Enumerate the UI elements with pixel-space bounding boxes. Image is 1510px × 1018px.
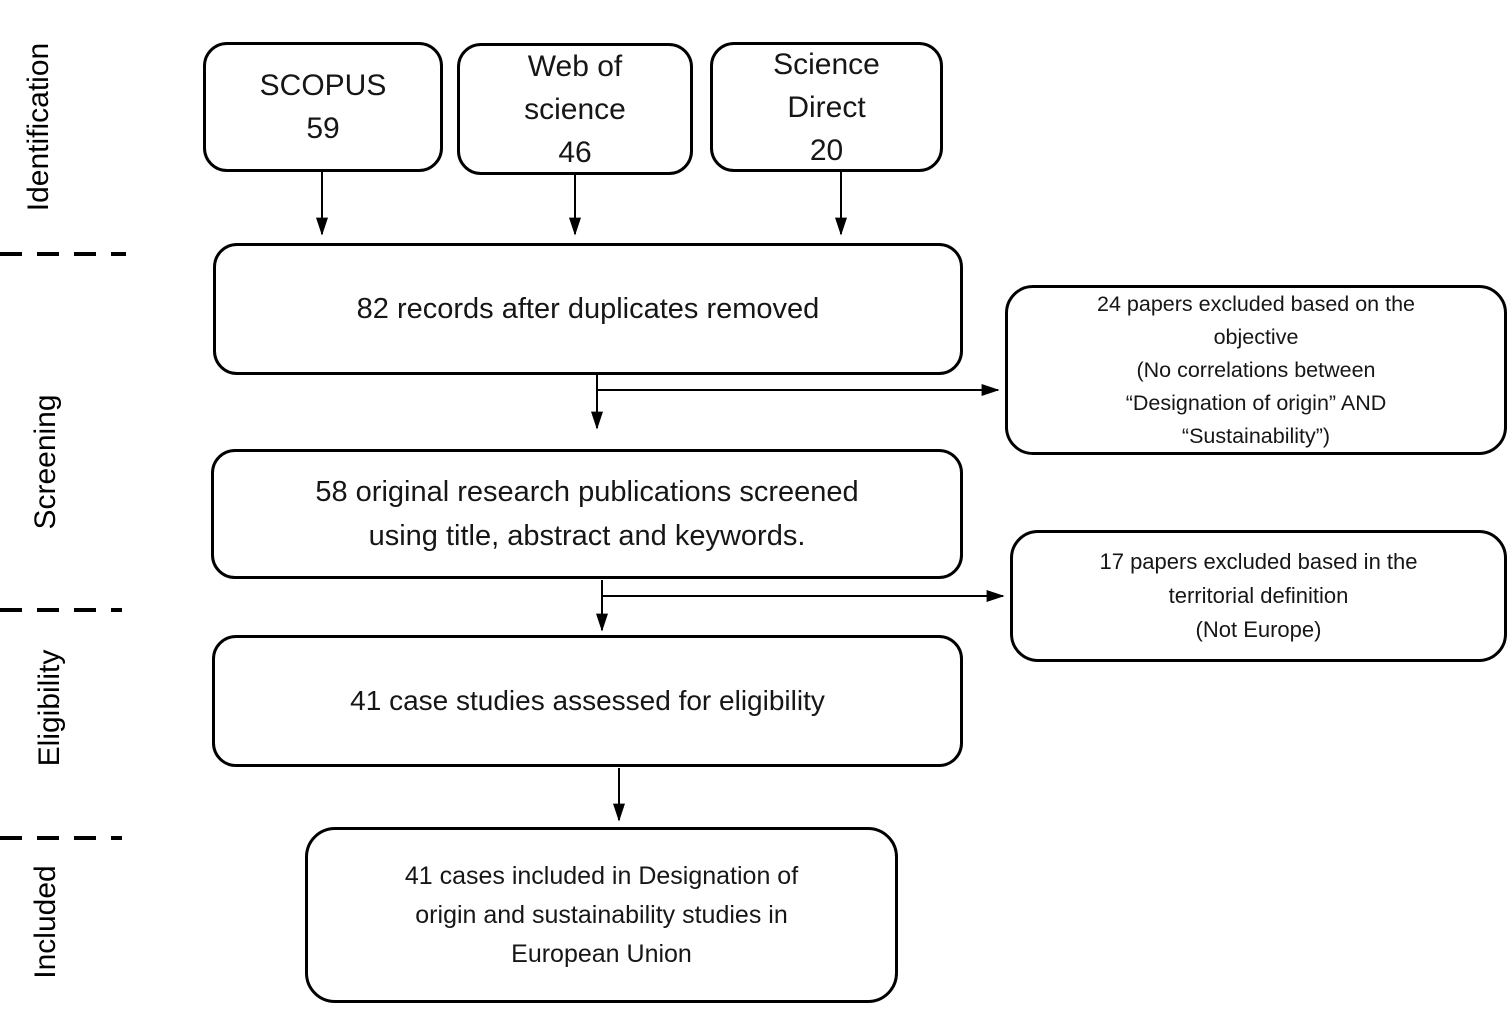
box-line: 17 papers excluded based in the: [1099, 549, 1418, 574]
stage-label-identification: Identification: [22, 42, 55, 212]
screened-box: 58 original research publications screen…: [211, 449, 963, 579]
source-box-science-direct: Science Direct 20: [710, 42, 943, 172]
box-line: Science: [773, 47, 880, 81]
box-line: science: [524, 92, 626, 126]
box-line: 41 cases included in Designation of: [404, 861, 799, 890]
box-line: “Designation of origin” AND: [1125, 390, 1387, 415]
box-line: (Not Europe): [1195, 617, 1322, 642]
box-line: “Sustainability”): [1181, 423, 1331, 448]
box-line: SCOPUS: [259, 69, 387, 102]
box-line: 41 case studies assessed for eligibility: [350, 685, 825, 716]
source-box-web-of-science: Web of science 46: [457, 43, 693, 175]
box-line: (No correlations between: [1136, 357, 1376, 382]
box-line: Direct: [787, 90, 866, 124]
box-line: origin and sustainability studies in: [415, 900, 788, 929]
stage-label-included: Included: [29, 865, 62, 979]
excluded-territorial-box: 17 papers excluded based in the territor…: [1010, 530, 1507, 662]
eligibility-box: 41 case studies assessed for eligibility: [212, 635, 963, 767]
stage-divider: [0, 836, 122, 840]
box-line: European Union: [511, 939, 692, 968]
box-line: 20: [809, 133, 844, 167]
records-box: 82 records after duplicates removed: [213, 243, 963, 375]
box-line: 82 records after duplicates removed: [356, 293, 820, 325]
source-box-scopus: SCOPUS 59: [203, 42, 443, 172]
excluded-objective-box: 24 papers excluded based on the objectiv…: [1005, 285, 1507, 455]
box-line: 24 papers excluded based on the: [1097, 291, 1415, 316]
stage-label-eligibility: Eligibility: [33, 649, 66, 767]
box-line: using title, abstract and keywords.: [368, 520, 806, 552]
stage-divider: [0, 608, 122, 612]
box-line: objective: [1213, 324, 1299, 349]
box-line: Web of: [527, 49, 623, 83]
box-line: 58 original research publications screen…: [315, 476, 859, 508]
box-line: 46: [558, 135, 592, 169]
box-line: territorial definition: [1168, 583, 1349, 608]
stage-divider: [0, 252, 126, 256]
box-line: 59: [306, 112, 340, 145]
stage-label-screening: Screening: [29, 394, 62, 530]
included-box: 41 cases included in Designation of orig…: [305, 827, 898, 1003]
